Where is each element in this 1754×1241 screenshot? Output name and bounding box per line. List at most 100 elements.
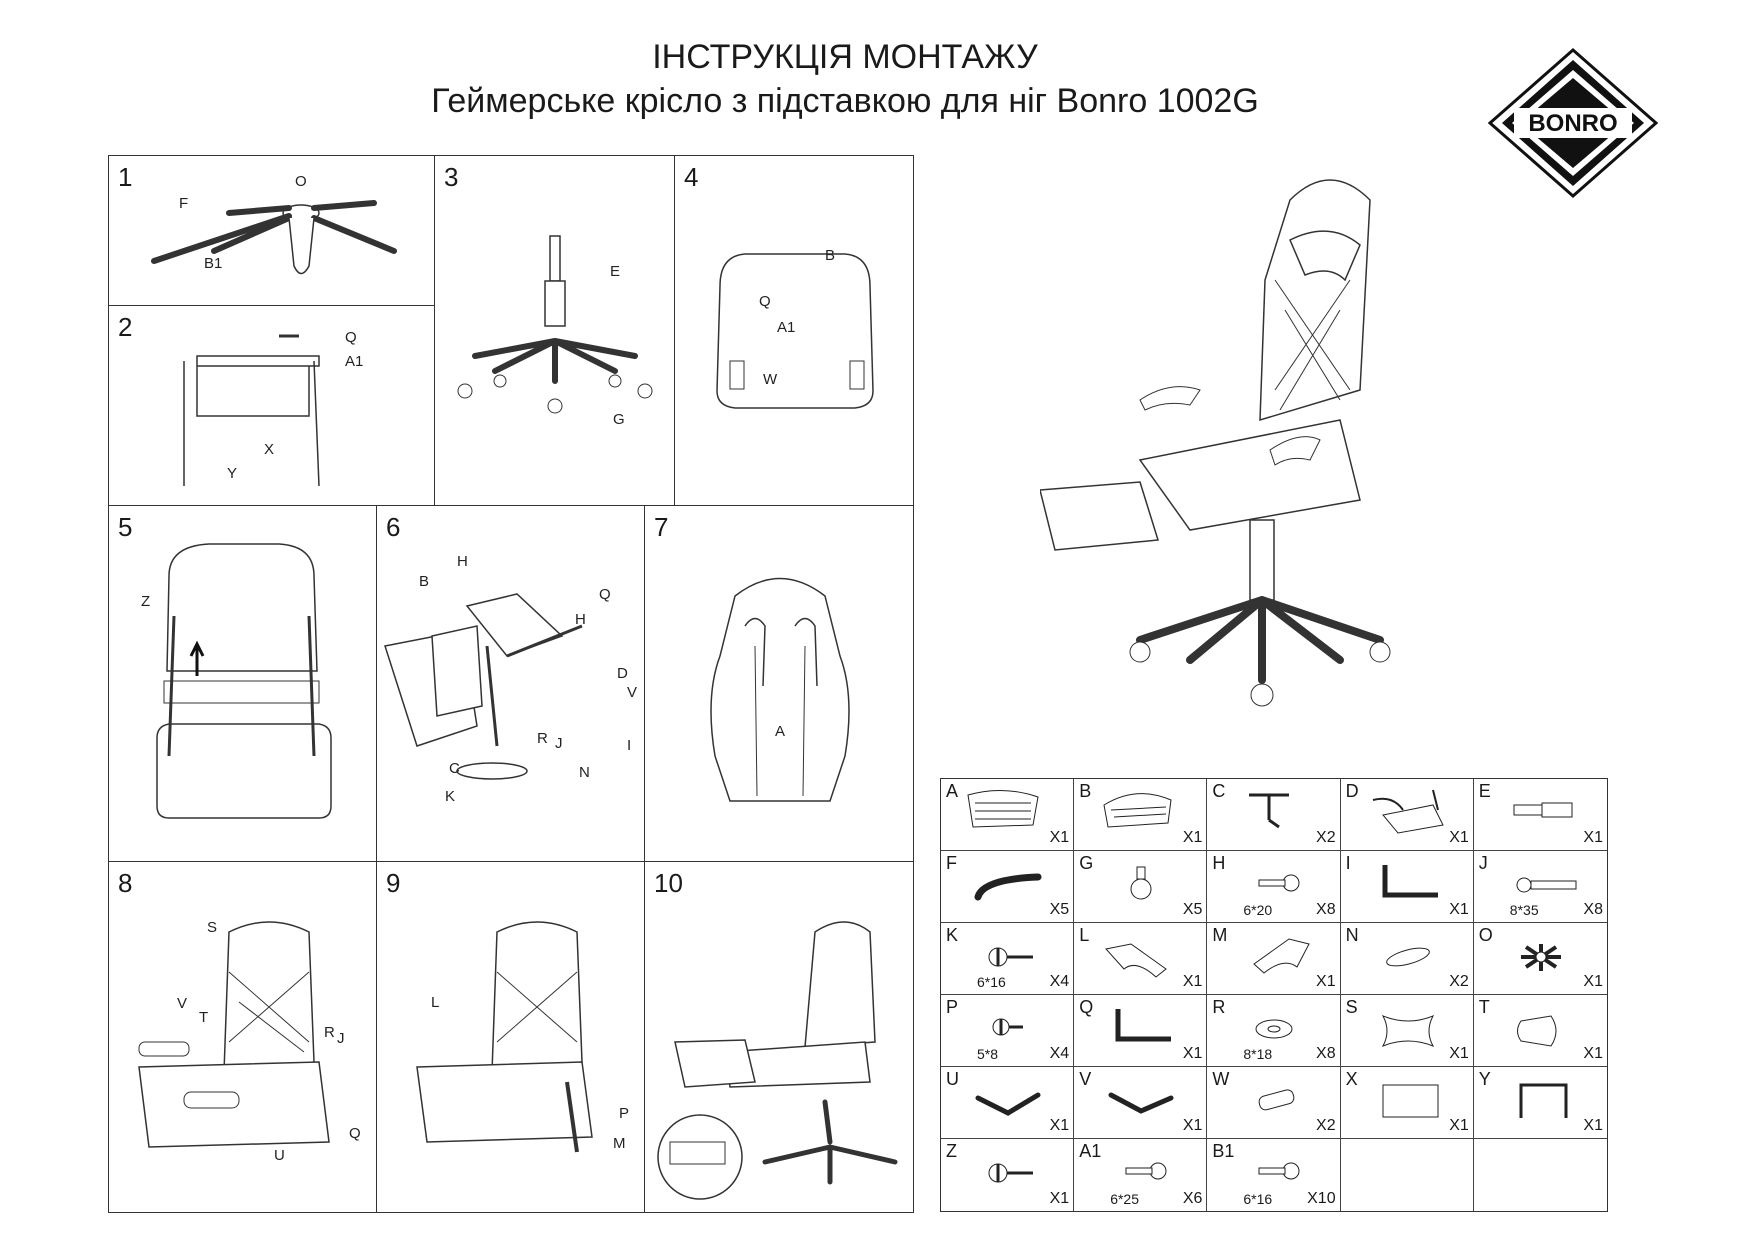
mechanism-attach-drawing: H B Q H D V R J I C K N [377,553,637,805]
step-7-panel: 7 A [644,505,914,863]
part-letter: Q [1079,997,1094,1017]
small-screw-icon [963,1001,1023,1051]
washer-icon [1229,1001,1319,1051]
part-letter: Z [946,1141,957,1161]
step-number: 1 [118,162,133,192]
label-m: M [613,1135,626,1152]
part-cell-z: Z X1 [941,1139,1075,1211]
part-size: 8*18 [1243,1046,1273,1062]
label-q: Q [759,293,771,310]
part-letter: L [1079,925,1090,945]
label-h-2: H [575,611,586,628]
part-letter: E [1478,781,1491,801]
part-letter: R [1212,997,1226,1017]
left-bracket-icon [1096,929,1186,979]
step-number: 3 [444,162,459,192]
label-t: T [199,1009,208,1026]
label-l: L [431,994,439,1011]
part-size: 6*16 [1243,1191,1273,1207]
part-letter: W [1212,1069,1230,1089]
right-bracket-icon [1229,929,1319,979]
backrest-attach-drawing: Z [141,506,378,863]
part-letter: D [1345,781,1359,801]
part-quantity: X1 [1049,1190,1070,1207]
part-letter: X [1345,1069,1358,1089]
part-cell-o: O X1 [1473,923,1607,995]
part-quantity: X1 [1583,829,1603,846]
label-b: B [825,247,835,264]
label-c: C [449,760,460,777]
part-letter: N [1345,925,1359,945]
screw-icon [963,1145,1033,1195]
part-quantity: X8 [1583,901,1603,918]
part-cell-t: T X1 [1473,995,1607,1067]
part-quantity: X2 [1449,973,1469,990]
part-quantity: X1 [1182,973,1203,990]
base-hub-icon [1520,944,1561,971]
part-quantity: X1 [1316,973,1336,990]
part-quantity: X10 [1307,1190,1336,1207]
tilt-mechanism-icon [1363,785,1453,835]
label-v: V [627,684,637,701]
armrest-attach-drawing: S V T R J Q U [109,919,361,1164]
footrest-frame-icon [1496,1073,1586,1123]
step-5-panel: 5 Z [108,505,378,863]
screw-icon [963,929,1033,979]
part-cell-empty [1341,1139,1474,1211]
long-bolt-icon [1496,857,1586,907]
part-quantity: X1 [1182,829,1203,846]
step-10-panel: 10 [644,861,914,1213]
part-cell-b: B X1 [1074,779,1208,851]
step-number: 8 [118,868,133,898]
part-cell-e: E X1 [1473,779,1607,851]
step-3-panel: 3 E G [434,155,676,507]
part-letter: Y [1478,1069,1491,1089]
part-letter: B1 [1212,1141,1235,1161]
part-quantity: X1 [1583,973,1603,990]
sleeve-icon [1229,1073,1319,1123]
step-number: 5 [118,512,133,542]
label-a1: A1 [777,319,795,336]
hex-key-icon [1363,857,1453,907]
caster-icon [1096,857,1186,907]
label-w: W [763,371,778,388]
armrest-pad-icon [1363,929,1453,979]
part-quantity: X1 [1449,829,1469,846]
part-letter: O [1478,925,1493,945]
step-number: 10 [654,868,683,898]
part-letter: H [1212,853,1226,873]
label-h: H [457,553,468,570]
label-k: K [445,788,455,805]
part-letter: G [1079,853,1094,873]
part-size: 6*25 [1110,1191,1139,1207]
lumbar-pillow-icon [1496,1001,1586,1051]
assembled-chair-drawing [1040,160,1460,720]
part-letter: P [946,997,959,1017]
part-cell-l: L X1 [1074,923,1208,995]
armrest-bracket-icon [1229,785,1319,835]
bolt-icon [1229,1145,1319,1195]
footrest-frame-drawing: Q A1 X Y [109,329,363,507]
label-j: J [337,1030,345,1047]
part-letter: T [1478,997,1490,1017]
step-9-panel: 9 L P M [376,861,646,1213]
hex-key-icon [1096,1001,1186,1051]
part-letter: K [946,925,959,945]
part-letter: B [1079,781,1092,801]
part-letter: S [1345,997,1358,1017]
label-b: B [419,573,429,590]
part-quantity: X1 [1583,1045,1603,1062]
label-n: N [579,764,590,781]
label-q: Q [349,1125,361,1142]
label-q: Q [345,329,357,346]
